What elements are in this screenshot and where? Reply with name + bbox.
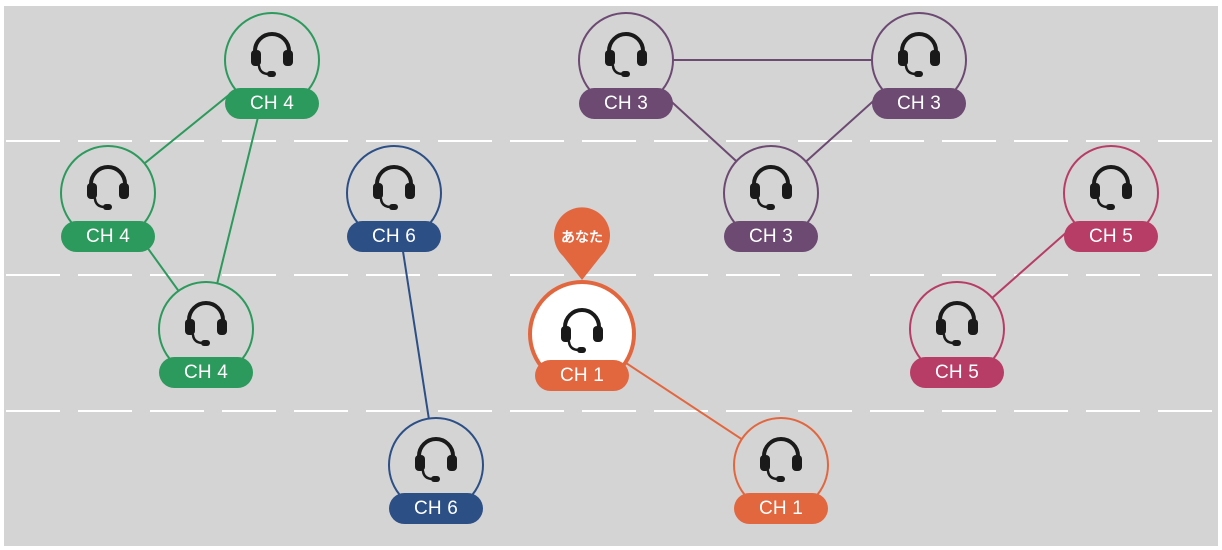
channel-label: CH 6: [347, 221, 441, 252]
headset-node-ch4-bottom[interactable]: CH 4: [158, 281, 254, 388]
headset-icon: [1090, 165, 1132, 210]
you-marker-pin: [554, 207, 610, 280]
headset-icon: [373, 165, 415, 210]
headset-node-ch5-top[interactable]: CH 5: [1063, 145, 1159, 252]
headset-node-ch3-bottom[interactable]: CH 3: [723, 145, 819, 252]
headset-icon: [760, 437, 802, 482]
channel-label: CH 1: [734, 493, 828, 524]
headset-node-ch3-right[interactable]: CH 3: [871, 12, 967, 119]
headset-icon: [251, 32, 293, 77]
channel-label: CH 4: [225, 88, 319, 119]
channel-label: CH 5: [1064, 221, 1158, 252]
headset-icon: [415, 437, 457, 482]
headset-node-ch4-left[interactable]: CH 4: [60, 145, 156, 252]
channel-label: CH 3: [724, 221, 818, 252]
headset-icon: [605, 32, 647, 77]
headset-node-ch6-top[interactable]: CH 6: [346, 145, 442, 252]
channel-label: CH 6: [389, 493, 483, 524]
headset-node-ch6-bottom[interactable]: CH 6: [388, 417, 484, 524]
channel-label: CH 3: [579, 88, 673, 119]
headset-icon: [750, 165, 792, 210]
channel-label: CH 5: [910, 357, 1004, 388]
channel-label: CH 1: [535, 360, 629, 391]
headset-icon: [898, 32, 940, 77]
channel-label: CH 4: [61, 221, 155, 252]
headset-node-ch3-left[interactable]: CH 3: [578, 12, 674, 119]
headset-icon: [936, 301, 978, 346]
headset-node-ch1-you[interactable]: CH 1: [528, 280, 636, 391]
headset-icon: [87, 165, 129, 210]
you-marker-label: あなた: [561, 229, 603, 245]
channel-label: CH 3: [872, 88, 966, 119]
headset-node-ch1-other[interactable]: CH 1: [733, 417, 829, 524]
channel-label: CH 4: [159, 357, 253, 388]
headset-icon: [185, 301, 227, 346]
headset-node-ch5-bottom[interactable]: CH 5: [909, 281, 1005, 388]
headset-node-ch4-top[interactable]: CH 4: [224, 12, 320, 119]
headset-icon: [561, 308, 603, 353]
